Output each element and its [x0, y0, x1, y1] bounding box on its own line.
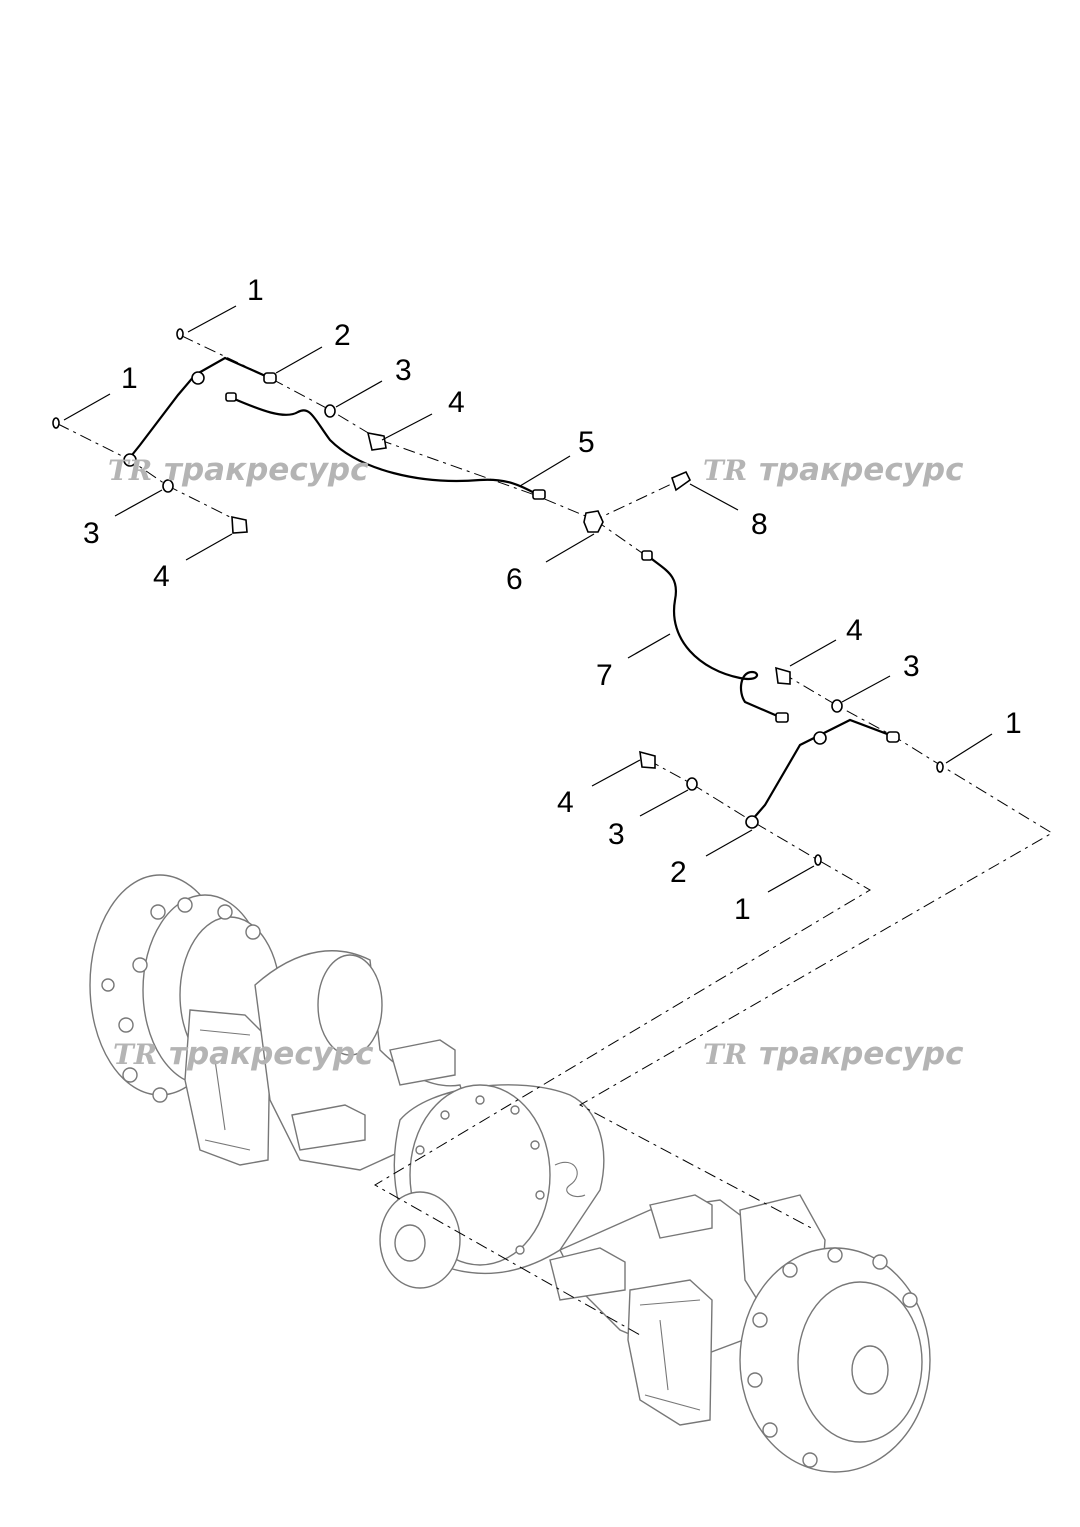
callout-3-left: 3 — [83, 517, 100, 550]
left-brake-caliper — [184, 1009, 271, 1166]
part-7-hose-end-b — [775, 712, 789, 723]
callout-1-left: 1 — [121, 362, 138, 395]
callout-4-left: 4 — [153, 560, 170, 593]
part-5-brake-hose — [231, 396, 541, 497]
watermark-logo: TR — [108, 454, 152, 487]
part-1-seal-lower — [814, 854, 822, 866]
right-upper-block — [649, 1194, 713, 1239]
part-1-seal-top — [176, 328, 184, 340]
callout-7: 7 — [596, 659, 613, 692]
leader-lines — [63, 305, 993, 893]
watermark-logo: TR — [703, 454, 747, 487]
callout-5: 5 — [578, 426, 595, 459]
watermark-logo: TR — [703, 1038, 747, 1071]
part-6-tee-fitting — [583, 510, 604, 533]
part-4-bolt-a — [366, 431, 387, 451]
part-4-bolt-b — [231, 515, 248, 534]
part-2-fitting-d — [745, 815, 759, 829]
part-5-hose-end-b — [532, 489, 546, 500]
part-3-washer-d — [686, 777, 698, 791]
callout-4-lower: 4 — [557, 786, 574, 819]
callout-1-right: 1 — [1005, 707, 1022, 740]
callout-6: 6 — [506, 563, 523, 596]
watermark-text: тракресурс — [759, 1036, 964, 1072]
right-mount-block — [549, 1247, 626, 1301]
watermark-logo: TR — [113, 1038, 157, 1071]
watermark-2: TR тракресурс — [703, 452, 964, 488]
watermark-4: TR тракресурс — [703, 1036, 964, 1072]
watermark-text: тракресурс — [164, 452, 369, 488]
callout-4-upper: 4 — [448, 386, 465, 419]
part-1-seal-left — [52, 417, 60, 429]
part-2-fitting-c — [263, 372, 277, 384]
lower-right-parts — [639, 666, 944, 866]
axle-assembly — [89, 874, 931, 1473]
part-2-fitting-a — [123, 453, 137, 467]
part-1-seal-right — [936, 761, 944, 773]
part-4-bolt-c — [775, 666, 791, 685]
part-2-pipe-upper — [127, 356, 271, 461]
watermarks: TR тракресурс TR тракресурс TR тракресур… — [108, 452, 964, 1072]
callout-3-right: 3 — [903, 650, 920, 683]
right-hub-bolts — [747, 1247, 918, 1468]
left-hub-bolts — [101, 897, 261, 1103]
part-3-washer-c — [831, 699, 843, 713]
part-8-bolt — [671, 470, 692, 492]
right-brake-caliper — [627, 1279, 713, 1426]
part-2-fitting-f — [886, 731, 900, 743]
part-2-pipe-lower — [751, 718, 896, 821]
callout-1-lower: 1 — [734, 893, 751, 926]
callout-4-right: 4 — [846, 614, 863, 647]
part-5-hose-end-a — [225, 392, 237, 402]
part-3-washer-a — [324, 404, 336, 418]
watermark-text: тракресурс — [169, 1036, 374, 1072]
callout-3-upper: 3 — [395, 354, 412, 387]
watermark-text: тракресурс — [759, 452, 964, 488]
part-3-washer-b — [162, 479, 174, 493]
left-mount-block — [389, 1039, 456, 1086]
input-flange-center — [394, 1224, 426, 1262]
callout-2-lower: 2 — [670, 856, 687, 889]
watermark-3: TR тракресурс — [113, 1036, 374, 1072]
part-4-bolt-d — [639, 750, 656, 769]
part-7-brake-hose — [647, 555, 783, 720]
callout-1-top: 1 — [247, 274, 264, 307]
callouts: 1 1 2 3 4 3 4 5 6 7 8 4 3 1 4 3 2 1 — [83, 274, 1022, 926]
part-2-fitting-b — [191, 371, 205, 385]
callout-2-upper: 2 — [334, 319, 351, 352]
left-spring-seat — [317, 954, 383, 1056]
callout-8: 8 — [751, 508, 768, 541]
callout-3-lower: 3 — [608, 818, 625, 851]
watermark-1: TR тракресурс — [108, 452, 369, 488]
upper-left-parts — [52, 328, 546, 534]
part-2-fitting-e — [813, 731, 827, 745]
center-parts — [583, 470, 789, 723]
left-lower-block — [291, 1104, 366, 1151]
part-7-hose-end-a — [641, 550, 653, 561]
right-hub-cap — [851, 1345, 889, 1395]
